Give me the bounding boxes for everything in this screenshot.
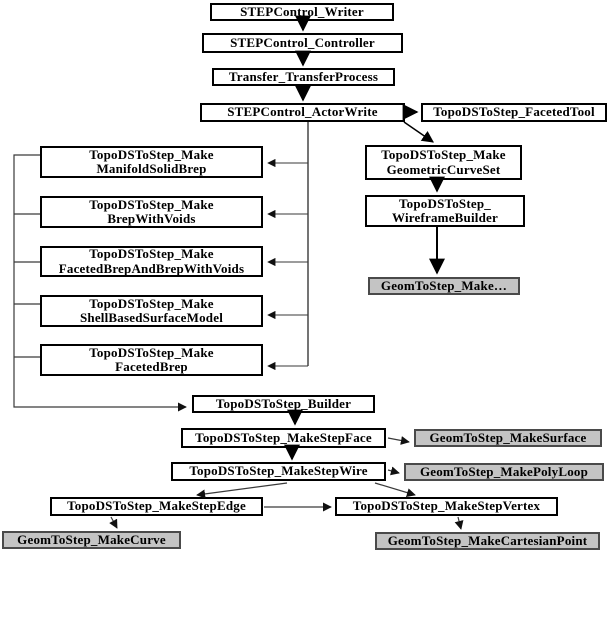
node-makestepface: TopoDSToStep_MakeStepFace: [181, 428, 386, 448]
node-geomtostep-makesurface: GeomToStep_MakeSurface: [414, 429, 602, 447]
node-stepcontrol-controller: STEPControl_Controller: [202, 33, 403, 53]
node-make-manifoldsolidbrep: TopoDSToStep_Make ManifoldSolidBrep: [40, 146, 263, 178]
node-topodstostep-builder: TopoDSToStep_Builder: [192, 395, 375, 413]
arrow-makestepwire-to-makestepvertex: [374, 482, 416, 497]
node-geomtostep-makecurve: GeomToStep_MakeCurve: [2, 531, 181, 549]
arrow-actorwrite-to-geometriccurveset: [403, 121, 434, 143]
arrow-makestepwire-to-makepolyloop: [387, 466, 400, 476]
node-stepcontrol-writer: STEPControl_Writer: [210, 3, 394, 21]
node-makestepedge: TopoDSToStep_MakeStepEdge: [50, 497, 263, 516]
node-wireframebuilder: TopoDSToStep_ WireframeBuilder: [365, 195, 525, 227]
node-stepcontrol-actorwrite: STEPControl_ActorWrite: [200, 103, 405, 122]
node-topodstostep-facetedtool: TopoDSToStep_FacetedTool: [421, 103, 607, 122]
node-makestepvertex: TopoDSToStep_MakeStepVertex: [335, 497, 558, 516]
arrow-makestepwire-to-makestepedge: [196, 482, 288, 499]
node-make-facetedbrepandbrepwithvoids: TopoDSToStep_Make FacetedBrepAndBrepWith…: [40, 246, 263, 277]
node-make-geometriccurveset: TopoDSToStep_Make GeometricCurveSet: [365, 145, 522, 180]
arrow-makestepedge-to-makecurve: [109, 516, 118, 529]
arrow-makestepvertex-to-makecartesianpoint: [454, 516, 464, 530]
node-geomtostep-makecartesianpoint: GeomToStep_MakeCartesianPoint: [375, 532, 600, 550]
node-geomtostep-make-ellipsis: GeomToStep_Make…: [368, 277, 520, 295]
node-make-brepwithvoids: TopoDSToStep_Make BrepWithVoids: [40, 196, 263, 228]
node-make-shellbasedsurfacemodel: TopoDSToStep_Make ShellBasedSurfaceModel: [40, 295, 263, 327]
node-transfer-transferprocess: Transfer_TransferProcess: [212, 68, 395, 86]
node-make-facetedbrep: TopoDSToStep_Make FacetedBrep: [40, 344, 263, 376]
node-geomtostep-makepolyloop: GeomToStep_MakePolyLoop: [404, 463, 604, 481]
arrow-makestepface-to-makesurface: [387, 436, 410, 445]
node-makestepwire: TopoDSToStep_MakeStepWire: [171, 462, 386, 481]
